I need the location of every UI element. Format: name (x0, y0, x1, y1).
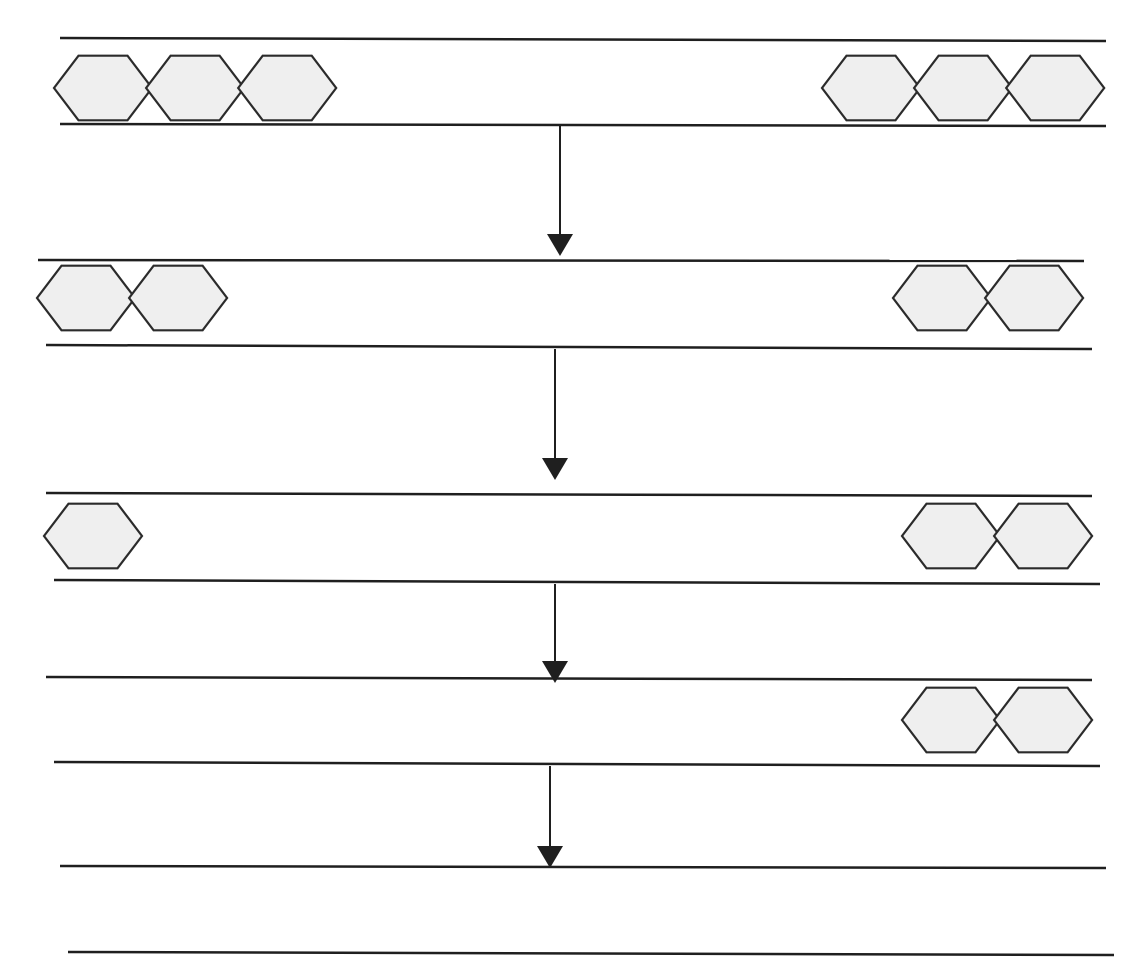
stage-3-bottom-line (53, 578, 1101, 586)
right-hexagon-ring (992, 502, 1094, 570)
stage-1-bottom-line (59, 122, 1107, 128)
right-hexagon-ring (912, 54, 1014, 122)
right-hexagon-ring (1004, 54, 1106, 122)
left-hexagon-ring (42, 502, 144, 570)
left-hexagon-ring (52, 54, 154, 122)
right-hexagon-ring (992, 686, 1094, 754)
stage-4 (45, 675, 1101, 768)
stage-4-bottom-line (53, 760, 1101, 768)
right-hexagon-ring (983, 264, 1085, 332)
right-hexagon-ring (900, 686, 1002, 754)
arrow-3 (542, 584, 568, 683)
arrow-head-icon (537, 846, 563, 868)
arrow-4 (537, 766, 563, 868)
left-hexagon-ring (236, 54, 338, 122)
arrow-2 (542, 349, 568, 480)
left-hexagon-ring (127, 264, 229, 332)
stage-2-bottom-line (45, 343, 1093, 351)
stage-4-top-line (45, 675, 1093, 682)
arrow-1 (547, 126, 573, 256)
stage-3-top-line (45, 491, 1093, 498)
right-hexagon-ring (820, 54, 922, 122)
left-hexagon-ring (35, 264, 137, 332)
stage-5-top-line (59, 864, 1107, 870)
stage-3 (42, 491, 1101, 586)
left-hexagon-ring (144, 54, 246, 122)
stage-5-bottom-line (67, 950, 1115, 957)
stage-1-top-line (59, 36, 1107, 43)
right-hexagon-ring (891, 264, 993, 332)
stage-1 (52, 36, 1107, 128)
arrow-head-icon (542, 661, 568, 683)
stage-2 (35, 258, 1093, 351)
stage-5 (59, 864, 1115, 957)
arrow-head-icon (542, 458, 568, 480)
arrow-head-icon (547, 234, 573, 256)
stage-2-top-line (37, 258, 1085, 263)
right-hexagon-ring (900, 502, 1002, 570)
